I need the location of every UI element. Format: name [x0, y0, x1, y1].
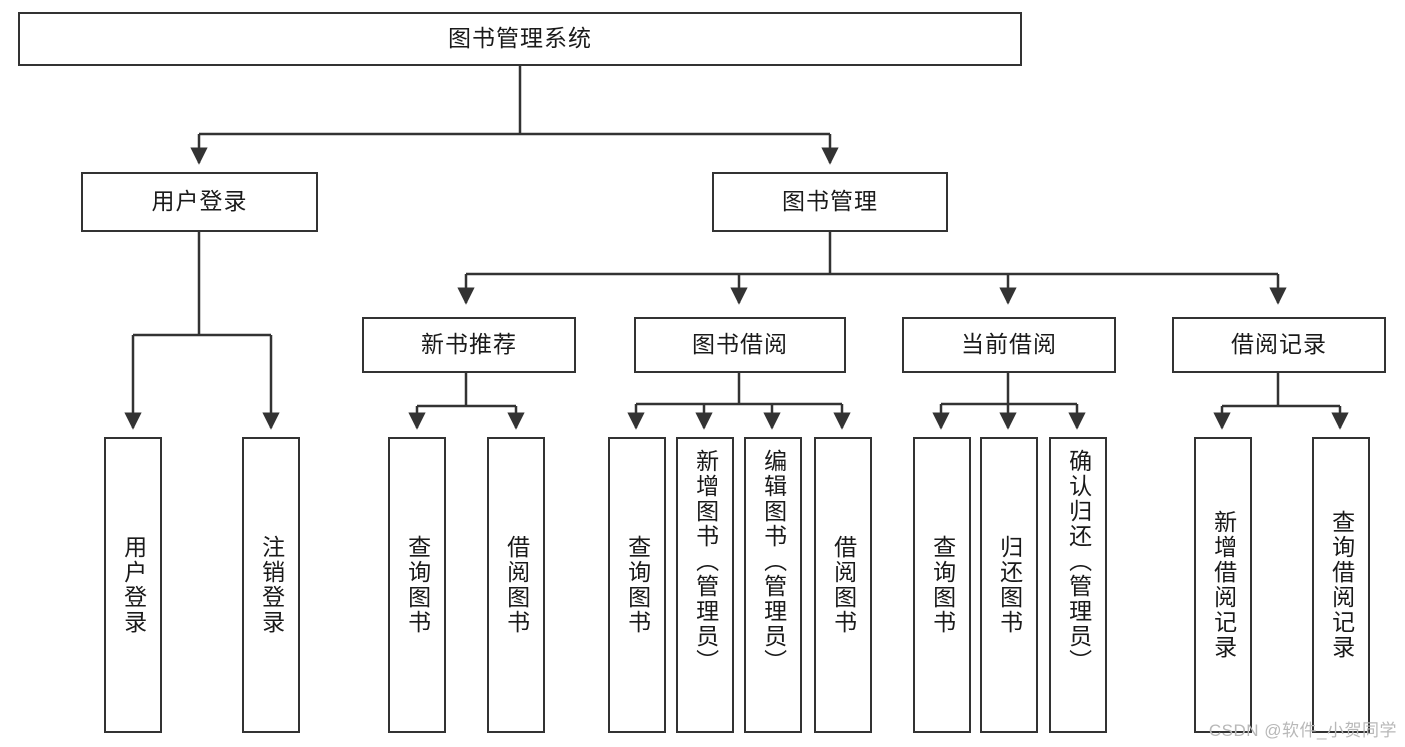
node-new-book-recommend[interactable]: 新书推荐 — [362, 317, 576, 373]
node-label: 图书借阅 — [692, 331, 788, 358]
node-label: 归还图书 — [996, 535, 1023, 635]
node-label: 确认归还（管理员） — [1065, 449, 1092, 674]
node-label: 当前借阅 — [961, 331, 1057, 358]
leaf-borrow-record-query-record[interactable]: 查询借阅记录 — [1312, 437, 1370, 733]
node-label: 新增图书（管理员） — [692, 449, 719, 674]
leaf-book-borrow-borrow-book[interactable]: 借阅图书 — [814, 437, 872, 733]
node-label: 编辑图书（管理员） — [760, 449, 787, 674]
leaf-user-login-login[interactable]: 用户登录 — [104, 437, 162, 733]
leaf-new-book-query-book[interactable]: 查询图书 — [388, 437, 446, 733]
node-book-borrow[interactable]: 图书借阅 — [634, 317, 846, 373]
node-label: 用户登录 — [120, 535, 147, 635]
node-current-borrow[interactable]: 当前借阅 — [902, 317, 1116, 373]
node-label: 查询图书 — [404, 535, 431, 635]
node-label: 用户登录 — [151, 188, 248, 215]
node-label: 注销登录 — [258, 535, 285, 635]
node-label: 新书推荐 — [421, 331, 517, 358]
node-borrow-record[interactable]: 借阅记录 — [1172, 317, 1386, 373]
node-user-login[interactable]: 用户登录 — [81, 172, 318, 232]
node-label: 图书管理 — [782, 188, 878, 215]
leaf-book-borrow-edit-book-admin[interactable]: 编辑图书（管理员） — [744, 437, 802, 733]
leaf-new-book-borrow-book[interactable]: 借阅图书 — [487, 437, 545, 733]
leaf-user-login-logout[interactable]: 注销登录 — [242, 437, 300, 733]
node-label: 查询图书 — [929, 535, 956, 635]
node-label: 借阅图书 — [830, 535, 857, 635]
leaf-current-borrow-confirm-return-admin[interactable]: 确认归还（管理员） — [1049, 437, 1107, 733]
node-label: 借阅记录 — [1231, 331, 1327, 358]
node-label: 新增借阅记录 — [1210, 510, 1237, 660]
node-label: 借阅图书 — [503, 535, 530, 635]
node-label: 查询借阅记录 — [1328, 510, 1355, 660]
leaf-borrow-record-add-record[interactable]: 新增借阅记录 — [1194, 437, 1252, 733]
node-book-management[interactable]: 图书管理 — [712, 172, 948, 232]
leaf-book-borrow-add-book-admin[interactable]: 新增图书（管理员） — [676, 437, 734, 733]
leaf-current-borrow-return-book[interactable]: 归还图书 — [980, 437, 1038, 733]
leaf-current-borrow-query-book[interactable]: 查询图书 — [913, 437, 971, 733]
node-root-book-management-system[interactable]: 图书管理系统 — [18, 12, 1022, 66]
node-label: 查询图书 — [624, 535, 651, 635]
node-label: 图书管理系统 — [448, 25, 592, 52]
leaf-book-borrow-query-book[interactable]: 查询图书 — [608, 437, 666, 733]
csdn-watermark: CSDN @软件_小贺同学 — [1208, 721, 1397, 740]
